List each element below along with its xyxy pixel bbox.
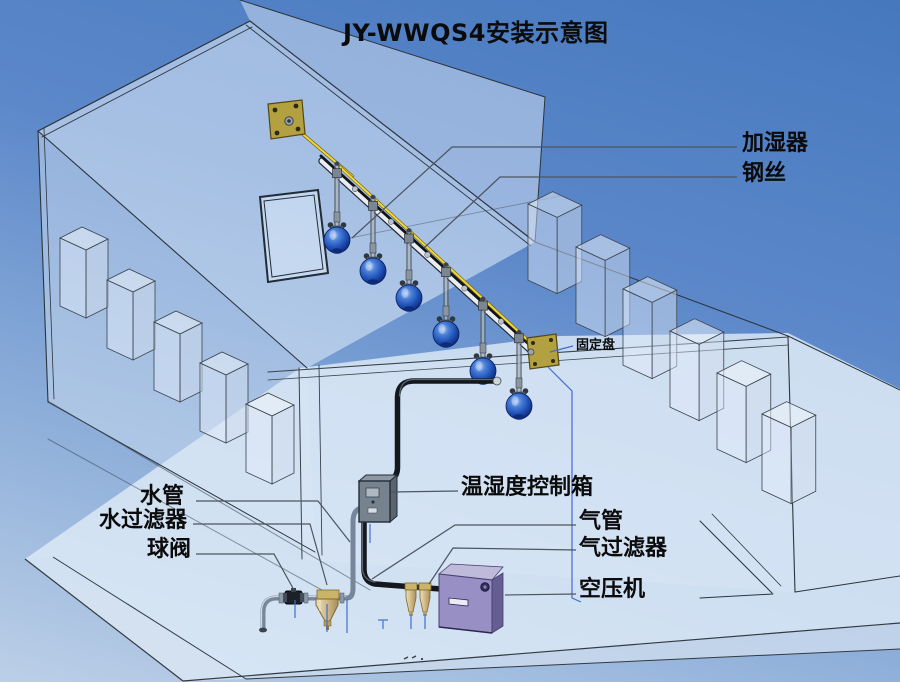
air-compressor — [438, 563, 504, 634]
pipe-coupling — [387, 218, 395, 225]
temperature-humidity-control-box — [357, 473, 399, 524]
vent-box — [153, 310, 203, 403]
vent-box — [59, 226, 109, 319]
diagram-title: JY-WWQS4安装示意图 — [343, 19, 609, 47]
label-air-pipe: 气管 — [579, 509, 624, 534]
pipe-end-cap — [492, 376, 502, 386]
leader-air-pipe — [371, 524, 576, 580]
control-box-display — [365, 487, 380, 498]
vent-box — [622, 276, 678, 380]
label-air-compressor: 空压机 — [579, 577, 646, 602]
vent-box — [761, 401, 817, 505]
leader-steel-wire — [423, 176, 737, 249]
label-water-filter: 水过滤器 — [99, 508, 188, 533]
leader-ball-valve — [196, 553, 295, 591]
vent-box — [245, 392, 295, 485]
water-supply-pipe — [259, 505, 364, 633]
pipe-coupling — [424, 251, 431, 258]
fixing-plate-top — [267, 99, 306, 140]
air-supply-pipe — [361, 518, 444, 592]
air-filter-1 — [404, 582, 418, 616]
vent-box — [669, 318, 725, 422]
humidifier-units — [323, 161, 533, 420]
blue-reference-lines — [294, 366, 582, 633]
leader-water-pipe — [196, 500, 351, 543]
leader-control-box — [390, 490, 459, 493]
vent-box — [527, 191, 583, 295]
label-humidifier: 加湿器 — [742, 131, 809, 156]
leader-lines — [193, 146, 737, 596]
leader-water-filter — [193, 523, 328, 586]
leader-fixing-plate — [549, 345, 574, 353]
humidifier-unit — [323, 161, 351, 254]
pipe-coupling — [351, 185, 359, 193]
wall-vent-boxes — [59, 191, 817, 505]
label-ball-valve: 球阀 — [147, 537, 192, 562]
roof-back-slope — [240, 0, 545, 242]
label-water-pipe: 水管 — [140, 484, 185, 509]
water-inlet — [259, 627, 267, 633]
leader-air-filter — [428, 547, 577, 585]
humidifier-unit — [469, 296, 497, 385]
humidifier-unit — [395, 228, 423, 312]
control-box-button — [371, 500, 375, 504]
label-steel-wire: 钢丝 — [742, 161, 787, 186]
compressor-vent-slot — [448, 597, 469, 607]
humidifier-unit — [432, 262, 460, 348]
vent-box — [575, 234, 631, 338]
vent-box — [106, 268, 156, 361]
leader-compressor — [504, 593, 577, 596]
pipe-coupling — [497, 318, 505, 325]
front-wall — [300, 336, 795, 592]
right-wall — [788, 336, 900, 592]
fixing-plate-bottom — [526, 333, 560, 370]
label-air-filter: 气过滤器 — [579, 536, 668, 561]
label-fixing-plate: 固定盘 — [576, 338, 616, 353]
building-shell — [37, 0, 900, 601]
leader-humidifier — [351, 146, 737, 239]
humidifier-unit — [359, 194, 387, 285]
label-control-box: 温湿度控制箱 — [461, 475, 594, 500]
humidifier-unit — [505, 329, 533, 420]
pipe-coupling — [461, 285, 468, 292]
window — [258, 188, 330, 284]
vent-box — [199, 351, 249, 444]
floor-marks — [403, 655, 424, 661]
vent-box — [716, 360, 772, 464]
